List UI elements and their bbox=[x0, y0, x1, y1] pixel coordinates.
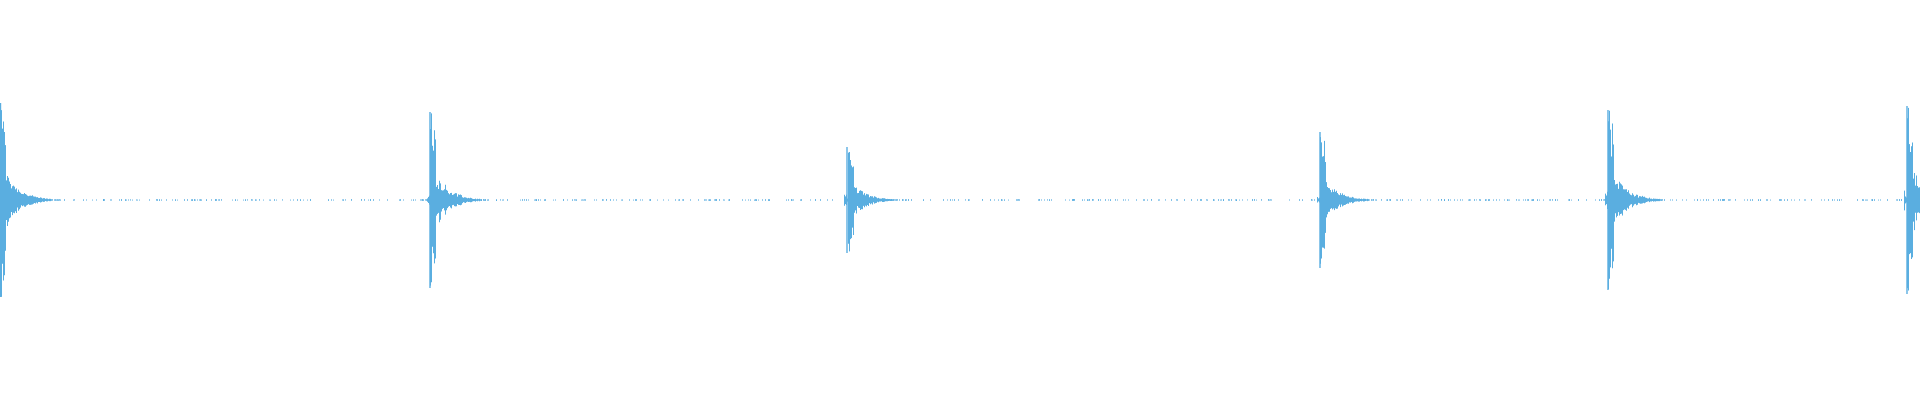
waveform-marks bbox=[0, 103, 1920, 297]
waveform-amplitude-path bbox=[0, 107, 1920, 297]
